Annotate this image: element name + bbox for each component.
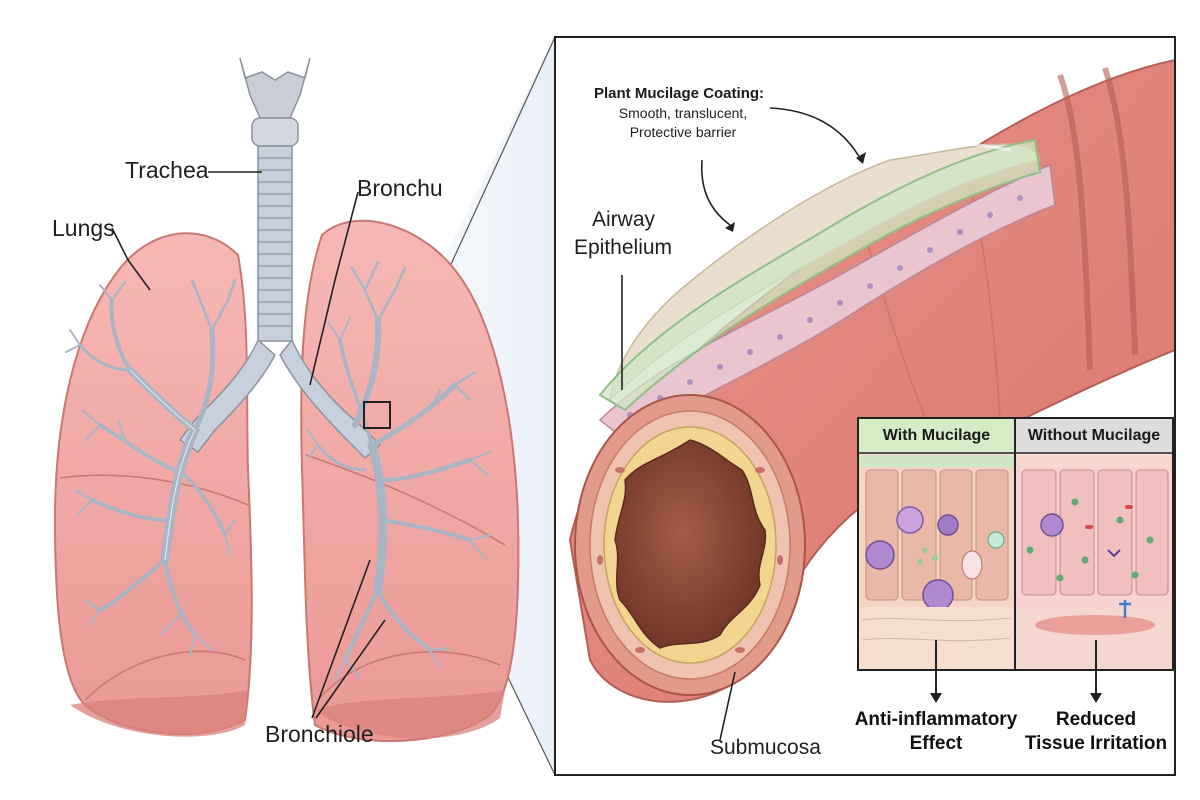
- airway-tube: [568, 59, 1174, 703]
- effect-without-line-2: Tissue Irritation: [1024, 732, 1168, 754]
- effect-with-line-1: Anti-inflammatory: [854, 709, 1018, 730]
- coating-line-1: Smooth, translucent,: [618, 105, 748, 121]
- right-bronchial-tree: [307, 260, 491, 681]
- zoom-focus-box: [363, 401, 391, 429]
- label-airway-epithelium-2: Epithelium: [574, 236, 673, 259]
- panel-header-without: Without Mucilage: [1027, 427, 1161, 444]
- without-mucilage-panel: [1014, 417, 1174, 671]
- effect-with: Anti-inflammatory Effect: [846, 708, 1026, 756]
- label-submucosa: Submucosa: [710, 736, 821, 759]
- coating-line-2: Protective barrier: [629, 124, 737, 140]
- lumen: [614, 439, 767, 649]
- trachea-graphic: [178, 57, 382, 460]
- label-airway-epithelium-1: Airway: [592, 208, 656, 231]
- effect-with-line-2: Effect: [909, 732, 963, 754]
- label-bronchiole: Bronchiole: [265, 721, 374, 747]
- right-lung: [300, 219, 520, 743]
- coating-title: Plant Mucilage Coating:: [594, 85, 765, 102]
- panel-header-with: With Mucilage: [882, 427, 991, 444]
- label-trachea: Trachea: [125, 157, 209, 183]
- mucilage-coating: [598, 138, 1042, 412]
- label-lungs: Lungs: [52, 215, 115, 241]
- effect-without-line-1: Reduced: [1055, 709, 1137, 730]
- with-mucilage-panel: [857, 417, 1016, 671]
- label-bronchu: Bronchu: [357, 175, 443, 201]
- effect-without: Reduced Tissue Irritation: [1016, 708, 1176, 756]
